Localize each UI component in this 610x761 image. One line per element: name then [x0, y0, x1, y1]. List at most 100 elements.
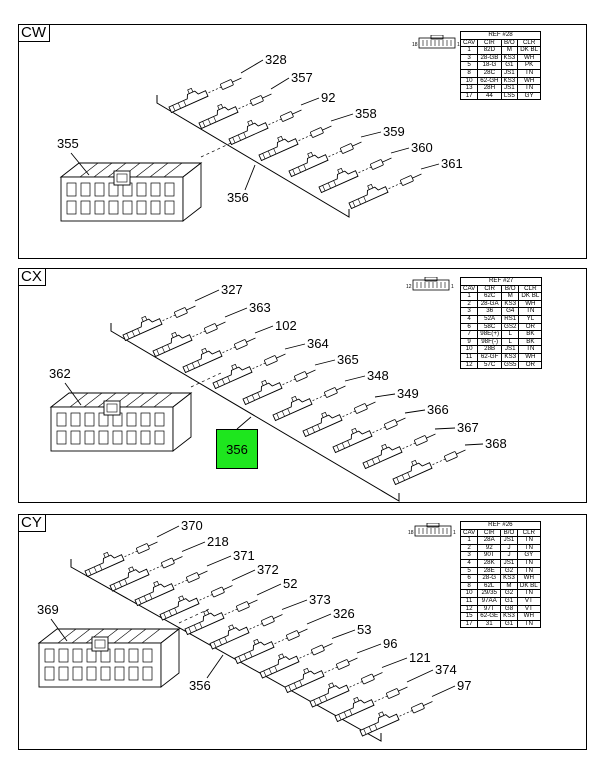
terminal-icon [348, 173, 422, 210]
table-cell: 44 [477, 91, 502, 101]
leader-line [406, 669, 434, 683]
leader-line [240, 59, 264, 74]
terminal-callout: 366 [427, 402, 449, 417]
connector-callout: 369 [37, 602, 59, 617]
terminal-icon [288, 141, 362, 178]
connector-thumbnail-icon: 12 1 [406, 277, 454, 291]
leader-line [206, 654, 224, 679]
table-cell: 4 [459, 558, 479, 568]
terminal-icon [182, 337, 256, 374]
svg-text:1: 1 [453, 530, 456, 536]
leader-line [281, 599, 308, 610]
terminal-icon [152, 321, 226, 358]
leader-line [284, 343, 306, 350]
terminal-callout: 328 [265, 52, 287, 67]
table-cell: GS5 [501, 360, 520, 370]
terminal-callout: 360 [411, 140, 433, 155]
table-cell: 11 [459, 596, 479, 606]
terminal-callout: 371 [233, 548, 255, 563]
terminal-callout: 358 [355, 106, 377, 121]
highlighted-row-callout[interactable]: 356 [216, 429, 258, 469]
terminal-callout: 53 [357, 622, 372, 637]
leader-line [70, 152, 90, 176]
connector-callout: 362 [49, 366, 71, 381]
table-cell: 57C [477, 360, 503, 370]
leader-line [50, 618, 68, 642]
ref-title: REF #26 [460, 521, 541, 530]
terminal-callout: 102 [275, 318, 297, 333]
table-cell: TN [517, 68, 542, 78]
terminal-icon [318, 157, 392, 194]
terminal-icon [272, 385, 346, 422]
terminal-callout: 370 [181, 518, 203, 533]
leader-line [64, 382, 82, 406]
leader-line [206, 555, 232, 567]
leader-line [360, 131, 382, 138]
leader-line [256, 583, 282, 596]
leader-line [244, 164, 256, 191]
table-cell: JS1 [500, 558, 518, 568]
terminal-icon [302, 401, 376, 438]
leader-line [420, 163, 440, 170]
leader-line [254, 325, 274, 334]
terminal-row-bracket [70, 559, 382, 742]
terminal-callout: 121 [409, 650, 431, 665]
connector-body-icon [37, 628, 181, 688]
terminal-callout: 372 [257, 562, 279, 577]
table-cell: LS5 [500, 91, 519, 101]
terminal-icon [359, 701, 433, 737]
terminal-callout: 368 [485, 436, 507, 451]
terminals-drawing [37, 525, 456, 742]
row-callout: 356 [227, 190, 249, 205]
table-cell: GY [517, 91, 542, 101]
table-cell: G1 [500, 596, 518, 606]
svg-text:12: 12 [406, 284, 412, 290]
terminal-row-bracket [110, 323, 400, 502]
terminal-icon [258, 125, 332, 162]
connector-body-icon [59, 162, 203, 222]
table-cell: 17 [459, 91, 479, 101]
terminal-icon [334, 686, 408, 723]
terminal-icon [134, 570, 208, 607]
terminal-callout: 365 [337, 352, 359, 367]
terminal-callout: 92 [321, 90, 336, 105]
terminal-callout: 373 [309, 592, 331, 607]
terminal-icon [309, 672, 383, 708]
terminal-icon [184, 599, 258, 636]
leader-line [356, 643, 382, 654]
terminal-icon [234, 628, 308, 665]
svg-text:1: 1 [457, 42, 460, 48]
terminal-icon [122, 305, 196, 342]
terminal-icon [332, 417, 406, 454]
table-cell: 97AA [477, 596, 502, 606]
leader-line [390, 147, 410, 154]
leader-line [330, 113, 354, 122]
leader-line [300, 97, 320, 106]
table-cell: 4 [459, 314, 479, 324]
table-cell: JS1 [500, 68, 519, 78]
table-cell: 12 [459, 360, 479, 370]
leader-line [434, 427, 456, 430]
leader-line [194, 289, 220, 302]
terminal-callout: 97 [457, 678, 472, 693]
row-callout: 356 [189, 678, 211, 693]
terminal-callout: 96 [383, 636, 398, 651]
terminal-icon [209, 614, 283, 650]
table-cell: KS3 [501, 352, 520, 362]
terminal-icon [362, 433, 436, 470]
leader-line [331, 629, 356, 639]
terminal-icon [212, 353, 286, 390]
table-cell: 8 [459, 68, 479, 78]
svg-text:1: 1 [451, 284, 454, 290]
terminal-icon [259, 643, 333, 679]
leader-line [344, 375, 366, 382]
